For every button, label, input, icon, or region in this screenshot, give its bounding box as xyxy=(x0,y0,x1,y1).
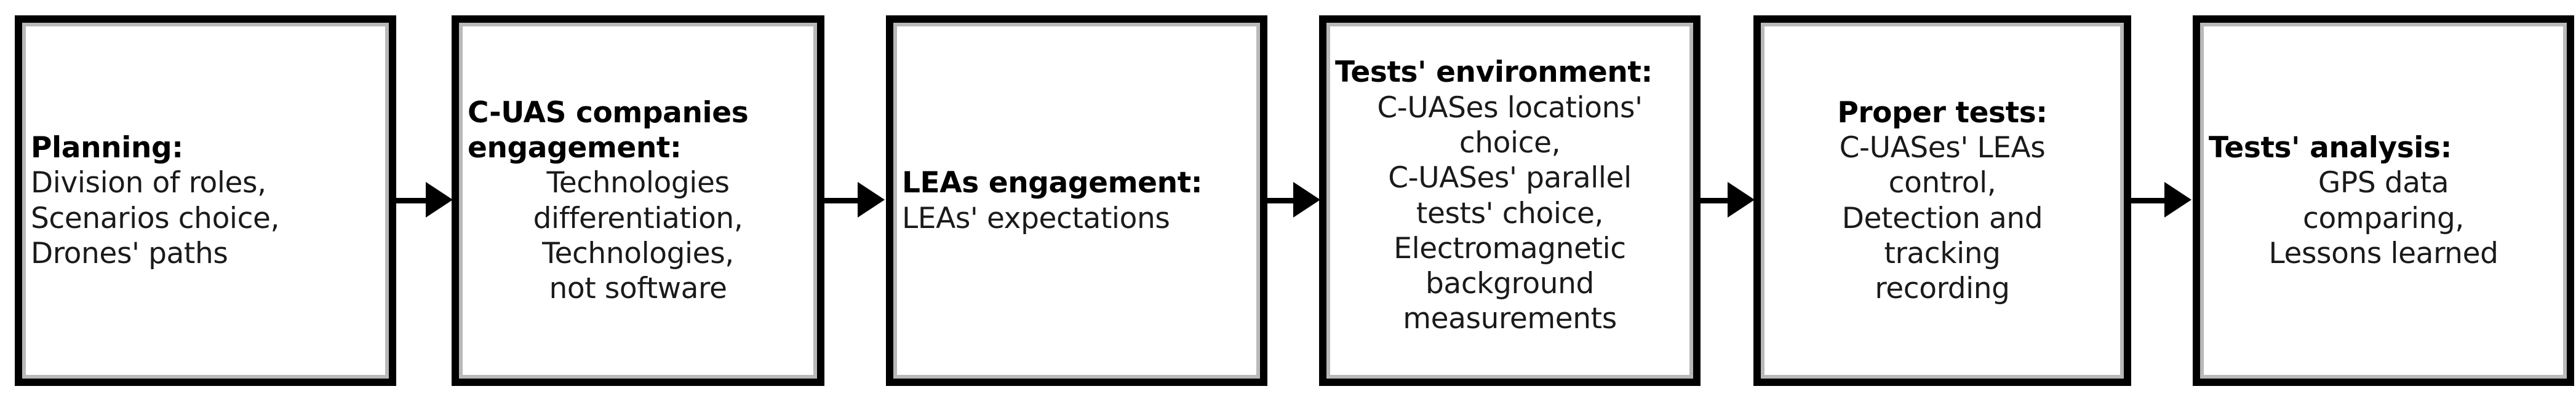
node-body: C-UASes locations' choice, C-UASes' para… xyxy=(1377,90,1643,336)
node-heading: Proper tests: xyxy=(1837,95,2048,130)
node-body: C-UASes' LEAs control, Detection and tra… xyxy=(1839,130,2046,306)
node-body: Technologies differentiation, Technologi… xyxy=(533,166,743,306)
arrow-head-icon xyxy=(1293,182,1320,218)
arrow-head-icon xyxy=(858,182,885,218)
arrow-shaft xyxy=(1267,198,1298,203)
node-content: Tests' environment: C-UASes locations' c… xyxy=(1335,55,1685,337)
node-content: Tests' analysis: GPS data comparing, Les… xyxy=(2209,130,2558,271)
arrow-cuas-companies-engagement-to-leas-engagement xyxy=(824,182,886,218)
arrow-tests-environment-to-proper-tests xyxy=(1701,182,1755,218)
arrow-shaft xyxy=(824,198,863,203)
node-content: C-UAS companies engagement: Technologies… xyxy=(468,95,808,307)
arrow-head-icon xyxy=(426,182,453,218)
arrow-proper-tests-to-tests-analysis xyxy=(2131,182,2193,218)
process-node-cuas-companies-engagement[interactable]: C-UAS companies engagement: Technologies… xyxy=(452,15,824,386)
node-content: Proper tests: C-UASes' LEAs control, Det… xyxy=(1769,95,2115,307)
process-node-tests-environment[interactable]: Tests' environment: C-UASes locations' c… xyxy=(1319,15,1701,386)
node-heading: Planning: xyxy=(31,130,183,165)
arrow-shaft xyxy=(396,198,431,203)
arrow-shaft xyxy=(1701,198,1733,203)
node-body: GPS data comparing, Lessons learned xyxy=(2268,166,2498,270)
process-node-proper-tests[interactable]: Proper tests: C-UASes' LEAs control, Det… xyxy=(1753,15,2131,386)
node-body: Division of roles, Scenarios choice, Dro… xyxy=(31,166,280,270)
arrow-leas-engagement-to-tests-environment xyxy=(1267,182,1320,218)
node-content: LEAs engagement: LEAs' expectations xyxy=(902,165,1251,236)
arrow-head-icon xyxy=(2164,182,2191,218)
node-heading: C-UAS companies engagement: xyxy=(468,95,749,165)
process-node-leas-engagement[interactable]: LEAs engagement: LEAs' expectations xyxy=(886,15,1267,386)
process-node-tests-analysis[interactable]: Tests' analysis: GPS data comparing, Les… xyxy=(2193,15,2574,386)
node-body: LEAs' expectations xyxy=(902,201,1170,235)
arrow-shaft xyxy=(2131,198,2169,203)
node-heading: Tests' analysis: xyxy=(2209,130,2452,165)
arrow-head-icon xyxy=(1728,182,1755,218)
node-content: Planning: Division of roles, Scenarios c… xyxy=(31,130,380,271)
arrow-planning-to-cuas-companies-engagement xyxy=(396,182,453,218)
node-heading: LEAs engagement: xyxy=(902,166,1203,200)
process-node-planning[interactable]: Planning: Division of roles, Scenarios c… xyxy=(15,15,396,386)
node-heading: Tests' environment: xyxy=(1335,55,1653,90)
